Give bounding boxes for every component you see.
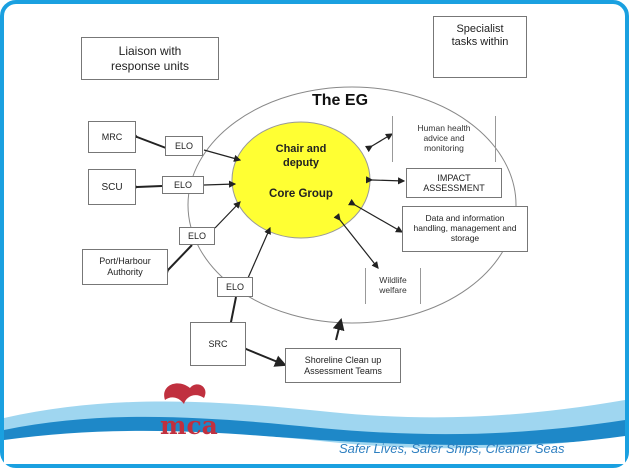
liaison-label: Liaison with response units [110, 43, 190, 73]
mrc-box: MRC [88, 121, 136, 153]
port-box: Port/Harbour Authority [82, 249, 168, 285]
human-health-item: Human health advice and monitoring [392, 116, 496, 162]
src-box: SRC [190, 322, 246, 366]
specialist-label: Specialist tasks within [451, 23, 509, 49]
wave-dark [4, 416, 625, 446]
src-label: SRC [208, 339, 228, 349]
elo-box-scu: ELO [162, 176, 204, 194]
elo-box-port: ELO [179, 227, 215, 245]
elo-box-mrc: ELO [165, 136, 203, 156]
mca-logo: mca [160, 411, 218, 440]
wildlife-item: Wildlife welfare [365, 268, 421, 304]
scu-label: SCU [101, 181, 123, 193]
port-label: Port/Harbour Authority [99, 256, 151, 277]
data-info-label: Data and information handling, managemen… [413, 213, 517, 243]
mrc-label: MRC [101, 132, 123, 142]
elo-label: ELO [174, 141, 193, 151]
impact-box: IMPACT ASSESSMENT [406, 168, 502, 198]
logo-swirl [164, 383, 206, 404]
eg-title: The EG [312, 92, 369, 109]
impact-label: IMPACT ASSESSMENT [423, 172, 485, 193]
scu-box: SCU [88, 169, 136, 205]
core-line1: Chair and deputy [275, 143, 327, 169]
core-line2: Core Group [269, 188, 333, 200]
elo-box-src: ELO [217, 277, 253, 297]
wildlife-label: Wildlife welfare [379, 275, 407, 295]
wave-white [4, 430, 625, 464]
shoreline-box: Shoreline Clean up Assessment Teams [285, 348, 401, 383]
data-info-box: Data and information handling, managemen… [402, 206, 528, 252]
liaison-box: Liaison with response units [81, 37, 219, 80]
elo-label: ELO [173, 180, 192, 190]
specialist-box: Specialist tasks within [433, 16, 527, 78]
core-circle [231, 121, 371, 239]
tagline: Safer Lives, Safer Ships, Cleaner Seas [339, 441, 565, 456]
elo-label: ELO [187, 231, 206, 241]
elo-label: ELO [225, 282, 244, 292]
human-health-label: Human health advice and monitoring [417, 123, 471, 153]
shoreline-label: Shoreline Clean up Assessment Teams [304, 354, 382, 376]
